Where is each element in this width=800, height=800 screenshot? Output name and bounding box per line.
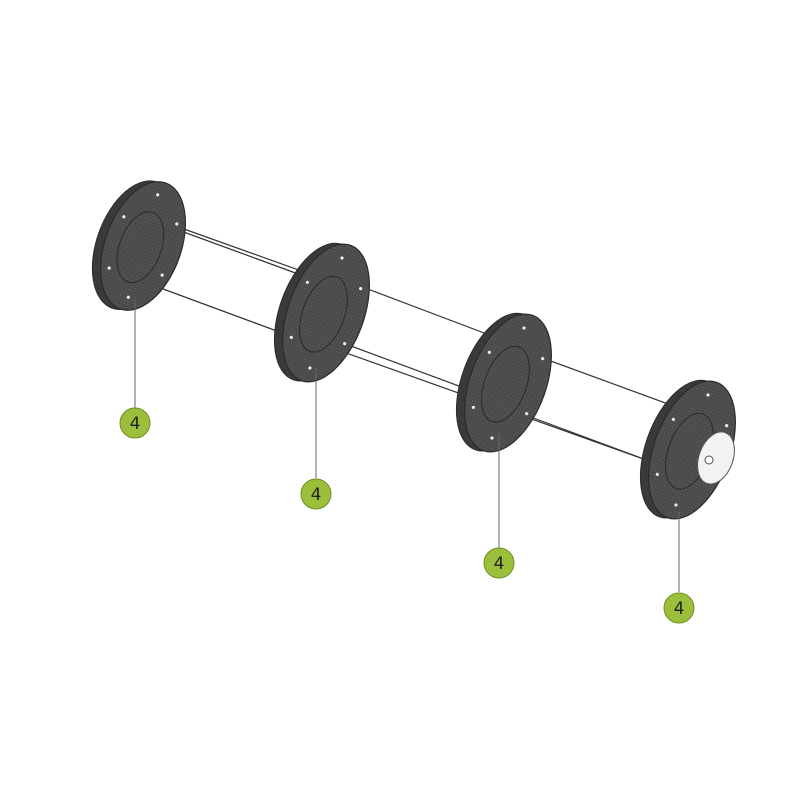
bolt-hole xyxy=(655,472,659,476)
flanges xyxy=(91,180,736,520)
bolt-hole xyxy=(525,412,529,416)
bolt-hole xyxy=(725,424,729,428)
callout-4: 4 xyxy=(663,512,695,624)
callout-label: 4 xyxy=(311,485,322,505)
callout-bubble xyxy=(300,478,332,510)
bolt-hole xyxy=(156,193,160,197)
flange-3 xyxy=(455,312,552,453)
callout-3: 4 xyxy=(483,434,515,579)
callout-2: 4 xyxy=(300,368,332,510)
callouts: 4 4 4 4 xyxy=(119,300,695,624)
bolt-hole xyxy=(671,417,675,421)
bolt-hole xyxy=(359,287,363,291)
callout-bubble xyxy=(663,592,695,624)
bolt-hole xyxy=(541,357,545,361)
bolt-hole xyxy=(471,405,475,409)
flange-2 xyxy=(273,242,370,383)
bolt-hole xyxy=(107,266,111,270)
shaft-end-cap xyxy=(697,431,735,485)
callout-label: 4 xyxy=(130,414,141,434)
bolt-hole xyxy=(160,273,164,277)
callout-label: 4 xyxy=(674,599,685,619)
callout-label: 4 xyxy=(494,554,505,574)
bolt-hole xyxy=(305,280,309,284)
bolt-hole xyxy=(706,393,710,397)
shaft-segment xyxy=(510,336,690,470)
bolt-hole xyxy=(126,295,130,299)
bolt-hole xyxy=(122,215,126,219)
bolt-hole xyxy=(340,256,344,260)
shaft xyxy=(149,223,691,475)
bolt-hole xyxy=(674,503,678,507)
flange-4 xyxy=(639,379,736,520)
bolt-hole xyxy=(490,436,494,440)
bolt-hole xyxy=(289,335,293,339)
bolt-hole xyxy=(175,222,179,226)
bolt-hole xyxy=(522,326,526,330)
bolt-hole xyxy=(343,342,347,346)
callout-bubble xyxy=(119,407,151,439)
shaft-segment xyxy=(330,272,500,395)
callout-1: 4 xyxy=(119,300,151,439)
callout-bubble xyxy=(483,547,515,579)
bolt-hole xyxy=(308,366,312,370)
flange-1 xyxy=(91,180,187,311)
bolt-hole xyxy=(487,350,491,354)
shaft-segment xyxy=(150,228,318,347)
